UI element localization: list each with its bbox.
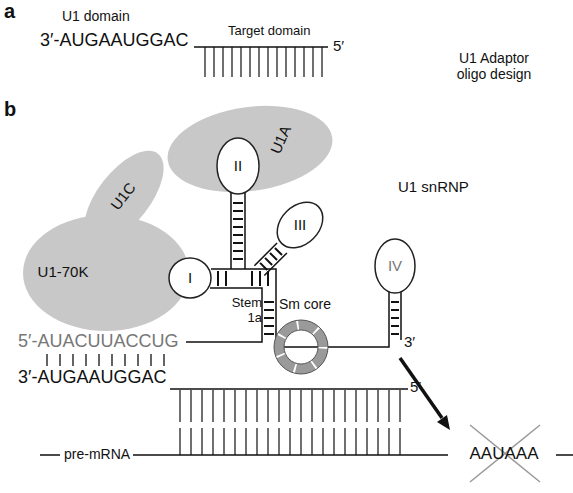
- stem-strand: [211, 269, 401, 347]
- domain-label: U1 domain: [62, 8, 130, 24]
- panel-letter: b: [4, 98, 16, 121]
- loop-outline: [375, 239, 415, 293]
- loop-numeral: III: [280, 198, 320, 252]
- loop-outline: [217, 138, 259, 194]
- loop-numeral: II: [216, 137, 260, 195]
- loop-outline: [268, 193, 332, 257]
- ring-band: [279, 325, 323, 369]
- signal-sequence: AAUAAA: [452, 444, 556, 464]
- design-label: U1 Adaptor oligo design: [444, 50, 544, 82]
- loop-outline: [169, 258, 211, 298]
- base-pair-ticks: [47, 354, 164, 366]
- sequence: 3′-AUGAAUGGAC: [18, 367, 166, 388]
- stem-rungs: [391, 302, 399, 334]
- ring-label: Sm core: [270, 297, 340, 312]
- ring-outline: [284, 330, 318, 364]
- blob-fill: [70, 138, 179, 257]
- loop-numeral: IV: [374, 238, 416, 294]
- loop-numeral: I: [168, 257, 212, 299]
- complex-label: U1 snRNP: [398, 178, 469, 195]
- strand-label: pre-mRNA: [64, 446, 130, 462]
- stem-rungs: [218, 271, 268, 286]
- ring-outline: [274, 320, 328, 374]
- stem-loop: IV: [374, 238, 416, 294]
- sequence: 5′-AUACUUACCUG: [18, 331, 178, 352]
- protein-label: U1-70K: [26, 264, 100, 281]
- stem-rungs: [233, 203, 243, 259]
- sm-ring: Sm core: [272, 318, 330, 376]
- panel-letter: a: [4, 0, 15, 23]
- stem-loop: II: [216, 137, 260, 195]
- stem-loop: I: [168, 257, 212, 299]
- arrow-head: [437, 415, 450, 430]
- stem-rungs: [260, 248, 282, 270]
- base-ticks: [180, 428, 400, 455]
- blob-fill: [162, 96, 338, 202]
- stem-loop: III: [280, 198, 320, 252]
- target-strand: [170, 388, 408, 390]
- stem-strand: [231, 193, 245, 269]
- end-label: 3′: [404, 333, 415, 350]
- sequence: 3′-AUGAAUGGAC: [40, 30, 188, 51]
- stem-strand: [254, 243, 287, 276]
- stem-rungs: [264, 302, 274, 334]
- ring-gaps: [279, 325, 323, 369]
- stem-label: Stem 1a: [224, 296, 262, 326]
- end-label: 5′: [410, 378, 421, 395]
- base-ticks: [205, 47, 322, 77]
- ring-shape: [272, 318, 330, 376]
- base-ticks: [180, 390, 400, 422]
- domain-label: Target domain: [228, 24, 310, 39]
- end-label: 5′: [333, 37, 344, 54]
- inhibition-arrow: [400, 358, 442, 418]
